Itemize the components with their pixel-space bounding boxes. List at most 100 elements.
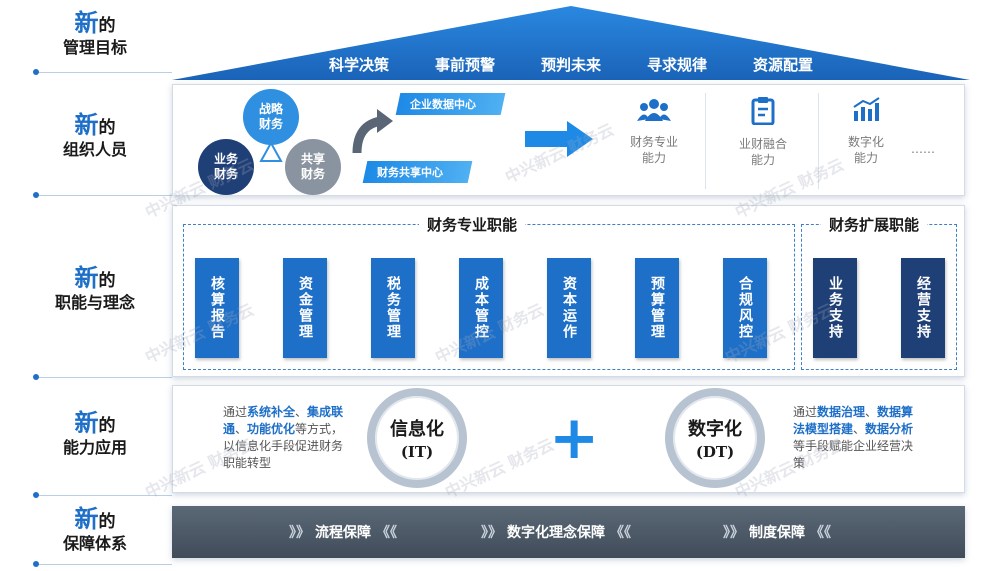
guarantee-digital-concept: 》》 数字化理念保障 《《 — [476, 506, 636, 558]
separator — [33, 69, 172, 75]
left-label-column: 新的 管理目标 新的 组织人员 新的 职能与理念 新的 能力应用 新的 保障体系 — [0, 0, 172, 571]
divider — [818, 93, 819, 189]
it-abbr: (IT) — [400, 443, 434, 461]
chevron-left-icon: 《《 — [810, 525, 831, 541]
roof-item: 寻求规律 — [647, 56, 708, 74]
function-compliance: 合规风控 — [723, 258, 767, 358]
organization-panel: 战略 财务 业务 财务 共享 财务 企业数据中心 财务共享中心 财务专业 能力 … — [172, 84, 965, 196]
label-new: 新 — [74, 409, 99, 437]
desc-highlight: 数据算法模型搭建 — [793, 405, 914, 436]
divider — [705, 93, 706, 189]
professional-capability: 财务专业 能力 — [609, 97, 699, 166]
function-accounting: 核算报告 — [195, 258, 239, 358]
label-functions: 新的 职能与理念 — [30, 265, 160, 313]
desc-highlight: 数据分析 — [865, 422, 914, 436]
label-management-goals: 新的 管理目标 — [30, 10, 160, 58]
roof-item: 事前预警 — [434, 56, 495, 74]
enterprise-data-center-ribbon: 企业数据中心 — [395, 93, 506, 115]
desc-highlight: 系统补全 — [247, 405, 296, 419]
guarantee-process: 》》 流程保障 《《 — [284, 506, 402, 558]
label-de: 的 — [98, 118, 116, 138]
plus-icon: + — [549, 403, 600, 473]
label-sub: 能力应用 — [62, 438, 127, 457]
shared-service-center-ribbon: 财务共享中心 — [362, 161, 473, 183]
label-new: 新 — [74, 9, 99, 37]
guarantee-system: 》》 制度保障 《《 — [718, 506, 836, 558]
separator — [33, 192, 172, 198]
capability-label: 业财融合 能力 — [738, 137, 787, 167]
function-cost: 成本管控 — [459, 258, 503, 358]
label-new: 新 — [74, 505, 99, 533]
label-sub: 管理目标 — [62, 38, 127, 57]
dt-abbr: (DT) — [695, 443, 735, 461]
roof-item: 预判未来 — [540, 56, 601, 74]
desc-text: 通过 — [223, 405, 248, 419]
separator — [33, 561, 172, 567]
label-organization: 新的 组织人员 — [30, 112, 160, 160]
label-de: 的 — [98, 16, 116, 36]
it-title: 信息化 — [390, 419, 444, 440]
dt-ring: 数字化 (DT) — [665, 388, 765, 488]
separator — [33, 374, 172, 380]
label-sub: 职能与理念 — [54, 293, 135, 312]
bar-chart-icon — [821, 97, 911, 130]
desc-highlight: 集成联通 — [223, 405, 344, 436]
function-business-support: 业务支持 — [813, 258, 857, 358]
chevron-right-icon: 》》 — [289, 525, 310, 541]
label-sub: 保障体系 — [62, 534, 127, 553]
label-de: 的 — [98, 512, 116, 532]
function-tax: 税务管理 — [371, 258, 415, 358]
label-de: 的 — [98, 271, 116, 291]
integration-capability: 业财融合 能力 — [718, 97, 808, 168]
more-capabilities: …… — [893, 137, 953, 157]
ribbon-label: 财务共享中心 — [377, 166, 443, 179]
roof — [172, 6, 970, 80]
ellipsis-label: …… — [911, 142, 935, 156]
shared-finance-circle: 共享 财务 — [285, 139, 341, 195]
function-operation-support: 经营支持 — [901, 258, 945, 358]
desc-highlight: 数据治理 — [817, 405, 866, 419]
function-capital: 资本运作 — [547, 258, 591, 358]
document-icon — [718, 97, 808, 132]
desc-text: 、 — [295, 405, 308, 419]
dt-title: 数字化 — [688, 419, 742, 440]
desc-text: 等手段赋能企业经营决策 — [793, 439, 914, 470]
capability-panel: 通过系统补全、集成联通、功能优化等方式，以信息化手段促进财务职能转型 信息化 (… — [172, 385, 965, 493]
desc-text: 、 — [853, 422, 866, 436]
chevron-right-icon: 》》 — [723, 525, 744, 541]
chevron-left-icon: 《《 — [610, 525, 631, 541]
recycle-icon — [259, 141, 283, 162]
dt-description: 通过数据治理、数据算法模型搭建、数据分析等手段赋能企业经营决策 — [793, 404, 921, 472]
desc-text: 通过 — [793, 405, 818, 419]
capability-label: 财务专业 能力 — [629, 135, 678, 165]
roof-item: 科学决策 — [328, 56, 389, 74]
extended-functions-title: 财务扩展职能 — [821, 214, 928, 235]
team-icon — [609, 97, 699, 130]
professional-functions-title: 财务专业职能 — [419, 214, 526, 235]
label-new: 新 — [74, 264, 99, 292]
it-ring: 信息化 (IT) — [367, 388, 467, 488]
function-budget: 预算管理 — [635, 258, 679, 358]
label-de: 的 — [98, 416, 116, 436]
label-sub: 组织人员 — [62, 140, 127, 159]
guarantee-label: 数字化理念保障 — [507, 525, 605, 541]
it-description: 通过系统补全、集成联通、功能优化等方式，以信息化手段促进财务职能转型 — [223, 404, 353, 472]
curved-arrow-icon — [352, 109, 393, 154]
right-arrow-icon — [525, 121, 593, 157]
guarantee-label: 制度保障 — [749, 525, 805, 541]
chevron-left-icon: 《《 — [376, 525, 397, 541]
separator — [33, 492, 172, 498]
desc-text: 、 — [235, 422, 248, 436]
label-new: 新 — [74, 111, 99, 139]
guarantee-label: 流程保障 — [315, 525, 371, 541]
guarantee-panel: 》》 流程保障 《《 》》 数字化理念保障 《《 》》 制度保障 《《 — [172, 506, 965, 558]
capability-label: 数字化 能力 — [847, 135, 884, 165]
label-capability: 新的 能力应用 — [30, 410, 160, 458]
roof-items: 科学决策 事前预警 预判未来 寻求规律 资源配置 — [172, 54, 970, 75]
strategic-finance-circle: 战略 财务 — [243, 89, 299, 145]
roof-item: 资源配置 — [753, 56, 814, 74]
label-guarantee: 新的 保障体系 — [30, 506, 160, 554]
desc-text: 等方式，以信息化手段促进财务职能转型 — [223, 422, 344, 470]
desc-highlight: 功能优化 — [247, 422, 296, 436]
function-treasury: 资金管理 — [283, 258, 327, 358]
